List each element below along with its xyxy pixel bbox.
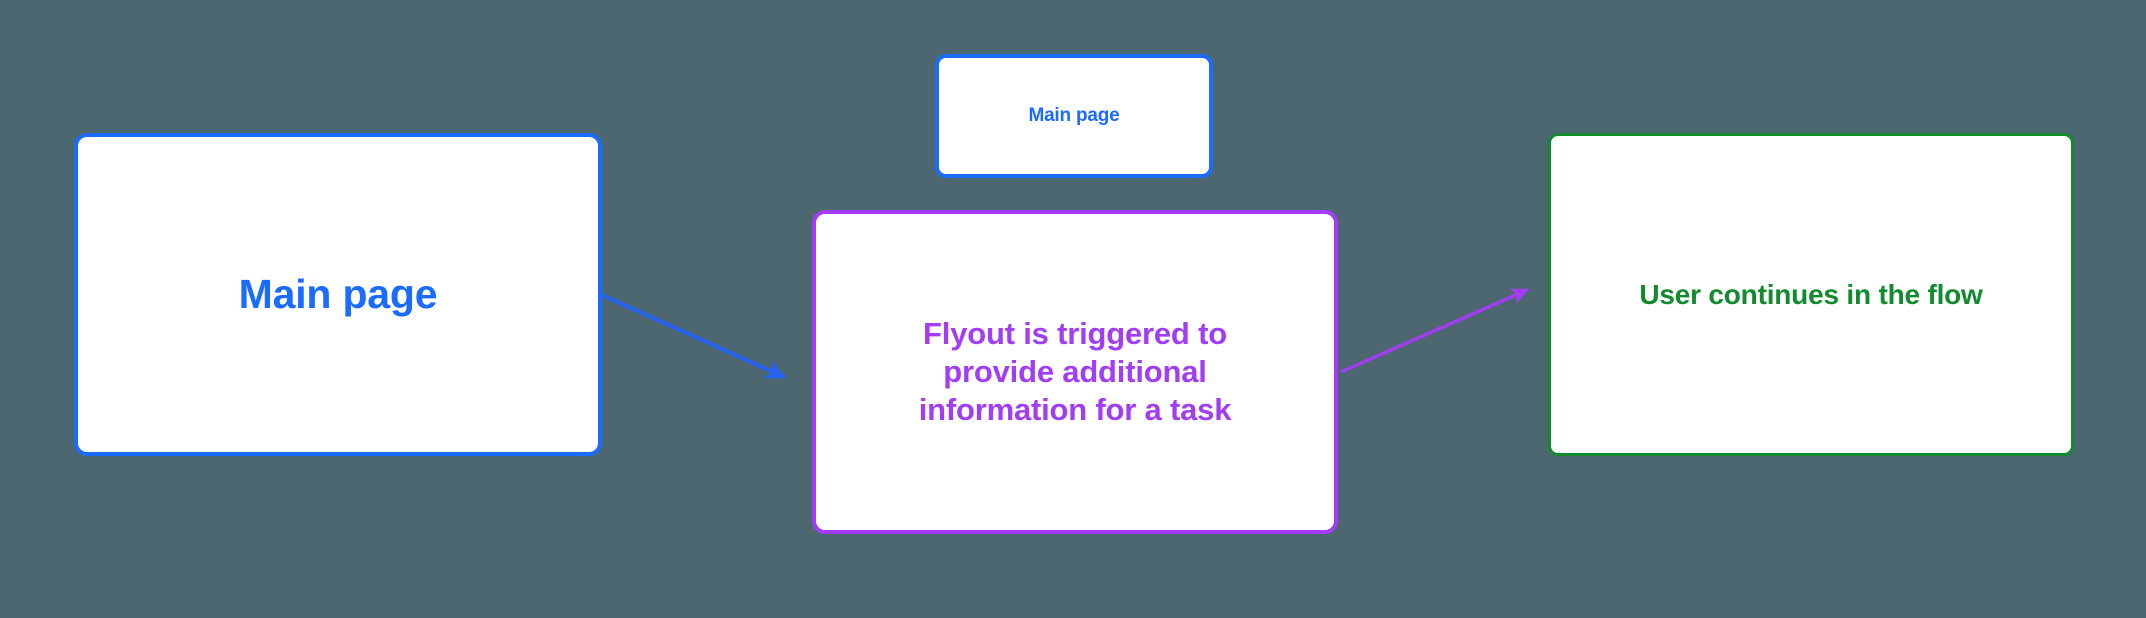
node-flyout[interactable]: Flyout is triggered to provide additiona… xyxy=(812,210,1338,534)
node-user-continues[interactable]: User continues in the flow xyxy=(1548,133,2074,456)
node-user-continues-label: User continues in the flow xyxy=(1639,278,1983,310)
edge-main-page-to-flyout xyxy=(601,293,787,379)
node-flyout-label: Flyout is triggered to provide additiona… xyxy=(918,316,1232,427)
node-main-page-small[interactable]: Main page xyxy=(935,54,1213,178)
node-main-page-small-label: Main page xyxy=(1028,104,1120,126)
edge-flyout-to-user-continues xyxy=(1340,288,1530,374)
node-main-page[interactable]: Main page xyxy=(74,133,602,456)
node-main-page-label: Main page xyxy=(238,270,438,317)
